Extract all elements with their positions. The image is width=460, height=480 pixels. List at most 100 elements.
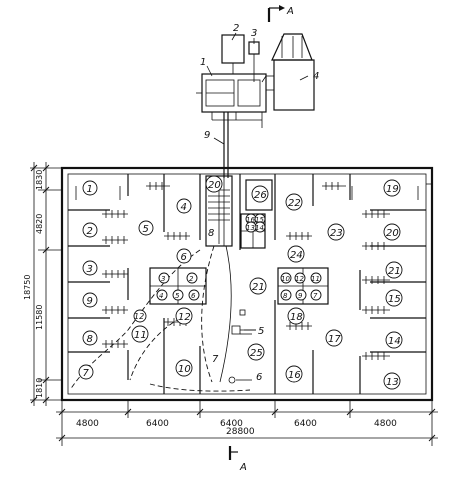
interior-walls (68, 174, 426, 394)
svg-text:11: 11 (311, 275, 320, 283)
dim-left-1: 1830 (35, 170, 44, 190)
svg-text:13: 13 (246, 224, 255, 232)
svg-text:8: 8 (283, 292, 288, 300)
room-label: 8 (280, 289, 292, 301)
equipment-label-1: 1 (200, 57, 206, 68)
svg-text:8: 8 (208, 228, 214, 239)
room-label: 4 (156, 289, 168, 301)
dim-left-3: 11580 (35, 305, 44, 330)
dim-left-4: 1810 (35, 378, 44, 398)
equipment-label-4: 4 (313, 71, 319, 82)
svg-text:6: 6 (191, 292, 196, 300)
room-labels: 1 2 3 9 8 7 4 5 6 10 11 12 20 26 22 23 2… (78, 175, 403, 390)
svg-text:6: 6 (181, 252, 187, 263)
room-label: 25 (247, 343, 265, 361)
svg-text:1: 1 (87, 184, 93, 195)
svg-text:2: 2 (87, 226, 93, 237)
room-label: 24 (287, 245, 305, 263)
room-label: 21 (249, 277, 267, 295)
room-label: 7 (78, 364, 94, 380)
room-label: 3 (158, 272, 170, 284)
room-label: 7 (310, 289, 322, 301)
svg-text:21: 21 (388, 266, 401, 277)
radiator-combs (102, 182, 390, 360)
svg-text:20: 20 (208, 180, 221, 191)
svg-text:15: 15 (388, 294, 401, 305)
svg-text:8: 8 (87, 334, 93, 345)
room-label: 11 (131, 325, 149, 343)
room-label: 10 (175, 359, 193, 377)
room-label: 6 (176, 248, 192, 264)
room-label: 1 (82, 180, 98, 196)
room-label: 18 (287, 307, 305, 325)
room-label: 20 (205, 175, 223, 193)
svg-text:5: 5 (175, 292, 180, 300)
equipment-label-3: 3 (251, 28, 257, 39)
room-label: 20 (383, 223, 401, 241)
svg-text:16: 16 (246, 216, 255, 224)
dim-bottom-total: 28800 (226, 427, 255, 437)
dimension-left: 1830 4820 11580 1810 18750 (23, 162, 62, 406)
room-label: 17 (325, 329, 343, 347)
room-label: 2 (82, 222, 98, 238)
svg-text:13: 13 (386, 377, 399, 388)
room-label: 2 (186, 272, 198, 284)
room-label: 13 (245, 221, 257, 233)
room-label: 14 (254, 221, 266, 233)
room-label: 5 (172, 289, 184, 301)
room-label: 14 (385, 331, 403, 349)
room-label: 12 (175, 307, 193, 325)
svg-text:19: 19 (386, 184, 399, 195)
room-label: 11 (310, 272, 322, 284)
pipe-label: 9 (204, 130, 210, 141)
section-mark-bottom: A (228, 446, 247, 473)
svg-text:26: 26 (254, 190, 267, 201)
dimension-bottom: 4800 6400 6400 6400 4800 28800 (56, 400, 438, 446)
svg-text:2: 2 (189, 275, 194, 283)
svg-text:15: 15 (255, 216, 264, 224)
room-label: 10 (280, 272, 292, 284)
svg-text:6: 6 (256, 372, 262, 383)
svg-text:10: 10 (281, 275, 290, 283)
room-label: 9 (82, 292, 98, 308)
svg-text:9: 9 (87, 296, 93, 307)
svg-text:5: 5 (143, 224, 149, 235)
dim-left-2: 4820 (35, 214, 44, 234)
room-label: 12 (133, 309, 147, 323)
svg-text:4: 4 (181, 202, 187, 213)
svg-text:12: 12 (134, 312, 144, 321)
svg-text:11: 11 (134, 330, 147, 341)
equipment-group: 1 2 3 4 (196, 23, 319, 128)
svg-text:9: 9 (298, 292, 303, 300)
room-label: 3 (82, 260, 98, 276)
room-label: 12 (294, 272, 306, 284)
section-mark-top: A (267, 5, 294, 22)
svg-text:18: 18 (290, 312, 303, 323)
svg-text:7: 7 (212, 354, 219, 365)
room-label: 9 (295, 289, 307, 301)
room-label: 22 (285, 193, 303, 211)
room-label: 21 (385, 261, 403, 279)
svg-text:5: 5 (258, 326, 264, 337)
svg-text:20: 20 (386, 228, 399, 239)
equipment-box-4 (261, 33, 315, 111)
svg-text:7: 7 (83, 368, 90, 379)
dim-bottom-3: 6400 (220, 419, 243, 429)
equipment-label-2: 2 (233, 23, 239, 34)
room-label: 26 (251, 185, 269, 203)
svg-text:23: 23 (330, 228, 343, 239)
svg-text:16: 16 (288, 370, 301, 381)
room-label: 23 (327, 223, 345, 241)
dim-bottom-2: 6400 (146, 419, 169, 429)
building-outline (60, 166, 434, 402)
svg-text:A: A (286, 6, 294, 17)
svg-text:3: 3 (161, 275, 165, 283)
dim-left-total: 18750 (23, 275, 32, 300)
room-label: 6 (188, 289, 200, 301)
room-label: 5 (138, 220, 154, 236)
room-label: 13 (383, 372, 401, 390)
room-label: 15 (385, 289, 403, 307)
svg-text:4: 4 (159, 292, 163, 300)
dim-bottom-1: 4800 (76, 419, 99, 429)
